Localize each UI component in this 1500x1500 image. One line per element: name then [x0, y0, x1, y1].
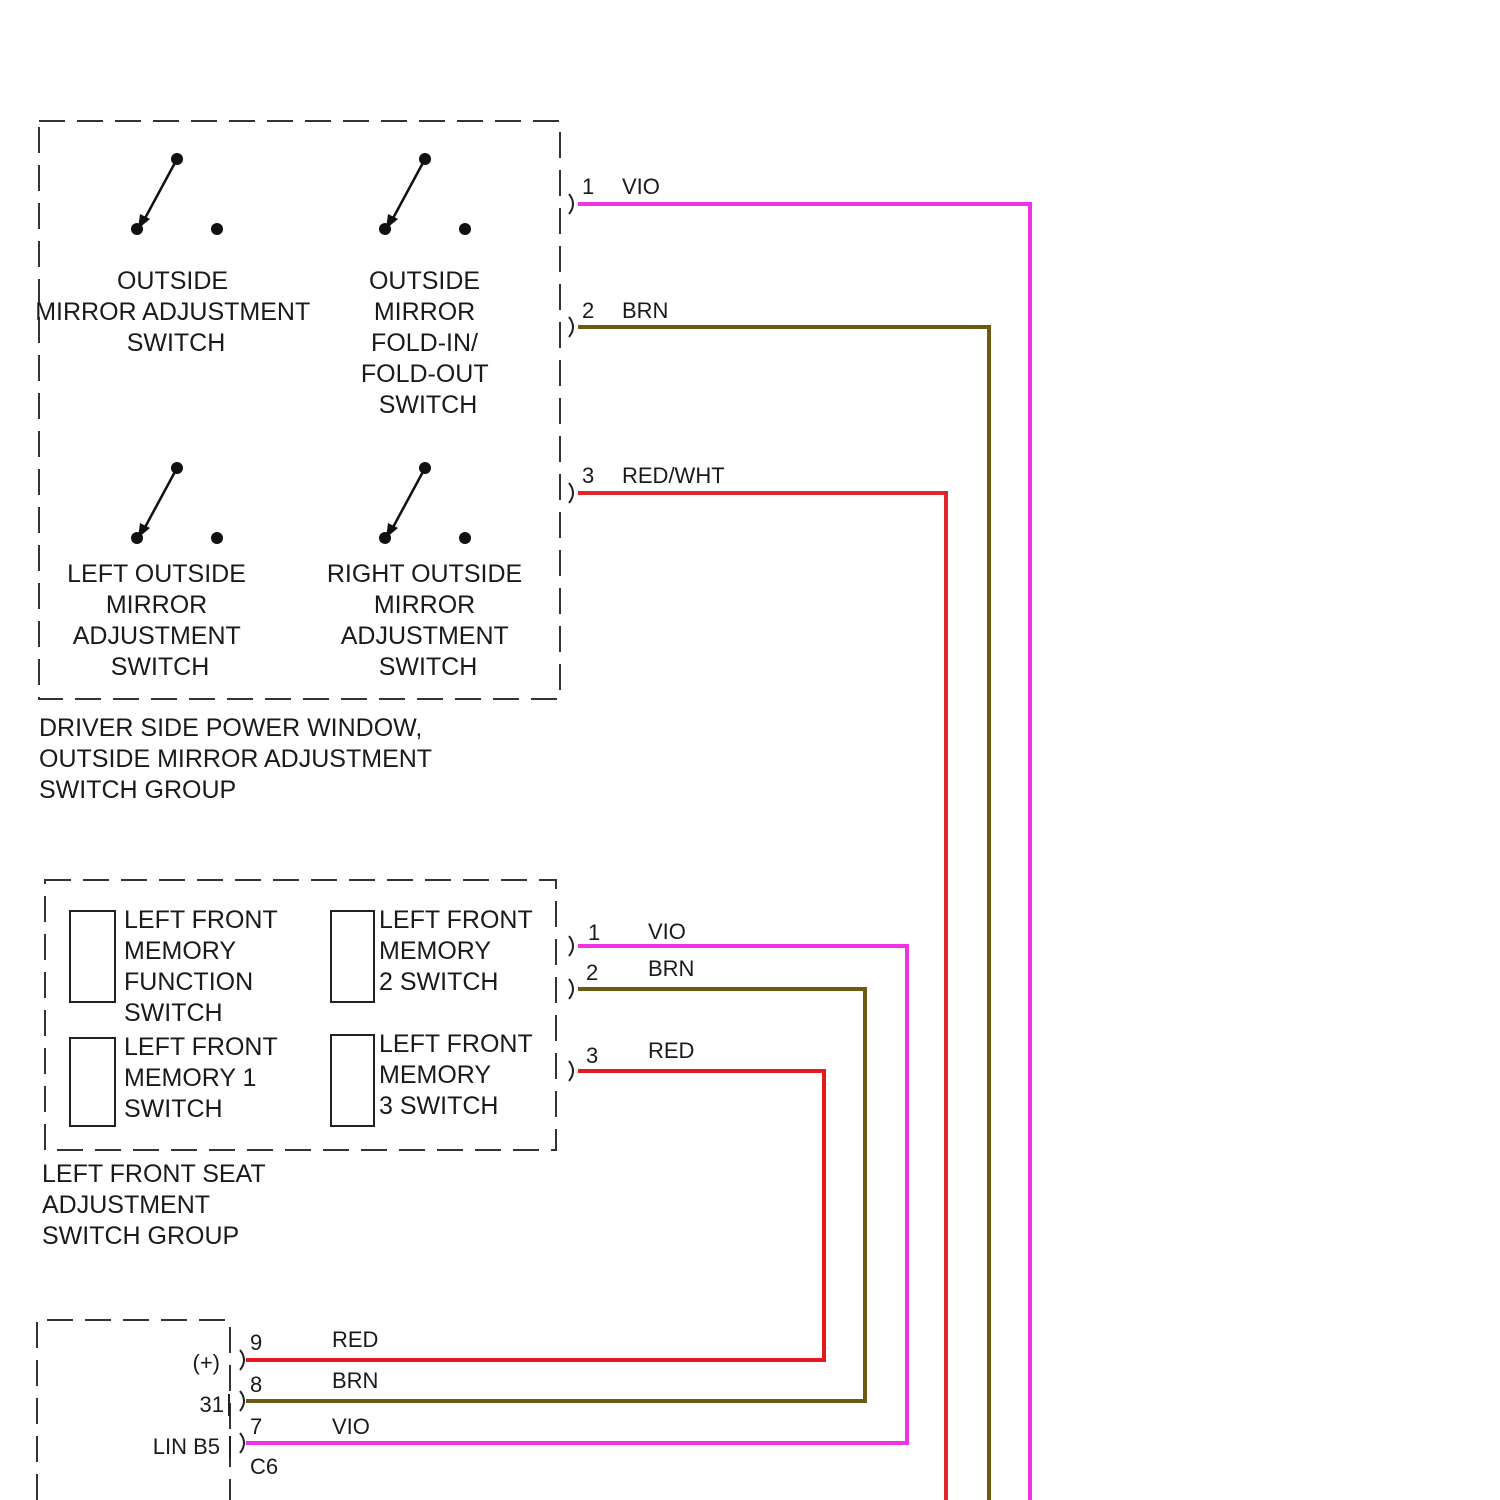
wire-brn-group1[interactable]: [578, 327, 989, 1500]
memory-1-switch-label: LEFT FRONT MEMORY 1 SWITCH: [124, 1033, 284, 1123]
pin-number: 1: [582, 174, 594, 199]
switch-group-left-front-seat: LEFT FRONT MEMORY FUNCTION SWITCH LEFT F…: [42, 880, 694, 1250]
pin-number: 3: [582, 463, 594, 488]
connector-terminal: [569, 194, 573, 214]
memory-3-switch-label: LEFT FRONT MEMORY 3 SWITCH: [379, 1030, 539, 1120]
pin-number: 2: [586, 960, 598, 985]
switch-symbol: [131, 153, 223, 235]
control-module: 9 8 7 RED BRN VIO (+) 31 LIN B5 C6: [37, 1320, 378, 1500]
pin-number: 8: [250, 1372, 262, 1397]
switch-symbol: [379, 153, 471, 235]
group2-caption: LEFT FRONT SEAT ADJUSTMENT SWITCH GROUP: [42, 1160, 272, 1250]
switch-group-driver-window: OUTSIDE MIRROR ADJUSTMENT SWITCH OUTSIDE…: [35, 121, 724, 804]
pin-function-label: (+): [193, 1350, 221, 1375]
group1-caption: DRIVER SIDE POWER WINDOW, OUTSIDE MIRROR…: [39, 714, 439, 804]
memory-2-switch-label: LEFT FRONT MEMORY 2 SWITCH: [379, 906, 539, 996]
wire-color-label: VIO: [648, 919, 686, 944]
wire-color-label: BRN: [648, 956, 694, 981]
wire-color-label: VIO: [622, 174, 660, 199]
wire-color-label: RED: [332, 1327, 378, 1352]
connector-terminal: [240, 1350, 244, 1370]
connector-terminal: [240, 1433, 244, 1453]
connector-terminal: [569, 483, 573, 503]
left-outside-mirror-switch-label: LEFT OUTSIDE MIRROR ADJUSTMENT SWITCH: [67, 560, 253, 681]
connector-terminal: [569, 1061, 573, 1081]
pin-number: 2: [582, 298, 594, 323]
memory-function-switch-label: LEFT FRONT MEMORY FUNCTION SWITCH: [124, 906, 284, 1027]
pin-function-label: 31: [200, 1392, 224, 1417]
wire-color-label: BRN: [332, 1368, 378, 1393]
outside-mirror-adjustment-switch-label: OUTSIDE MIRROR ADJUSTMENT SWITCH: [35, 267, 317, 357]
memory-3-button[interactable]: [331, 1035, 374, 1126]
right-outside-mirror-switch-label: RIGHT OUTSIDE MIRROR ADJUSTMENT SWITCH: [327, 560, 529, 681]
wire-redwht-group1[interactable]: [578, 493, 946, 1500]
switch-symbol: [131, 462, 223, 544]
pin-number: 1: [588, 920, 600, 945]
wire-color-label: RED/WHT: [622, 463, 725, 488]
memory-2-button[interactable]: [331, 911, 374, 1002]
wire-color-label: RED: [648, 1038, 694, 1063]
pin-number: 9: [250, 1330, 262, 1355]
pin-number: 3: [586, 1043, 598, 1068]
connector-terminal: [569, 936, 573, 956]
connector-terminal: [240, 1391, 244, 1411]
fold-switch-label: OUTSIDE MIRROR FOLD-IN/ FOLD-OUT SWITCH: [361, 267, 495, 419]
pin-number: 7: [250, 1414, 262, 1439]
connector-terminal: [569, 979, 573, 999]
switch-symbol: [379, 462, 471, 544]
wire-color-label: BRN: [622, 298, 668, 323]
memory-1-button[interactable]: [70, 1038, 115, 1126]
memory-function-button[interactable]: [70, 911, 115, 1002]
connector-id: C6: [250, 1454, 278, 1479]
connector-terminal: [569, 317, 573, 337]
wires: [246, 204, 1030, 1500]
pin-function-label: LIN B5: [153, 1434, 220, 1459]
wire-color-label: VIO: [332, 1414, 370, 1439]
wire-vio-group1[interactable]: [578, 204, 1030, 1500]
